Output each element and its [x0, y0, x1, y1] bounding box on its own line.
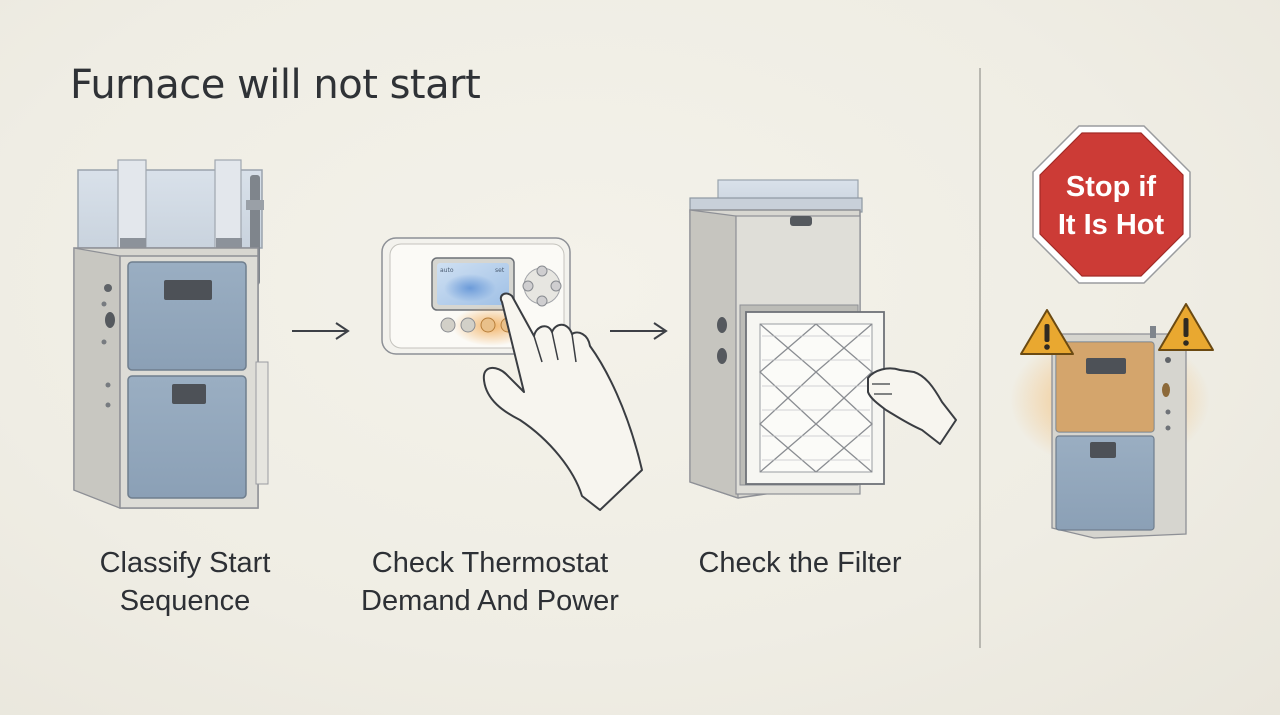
- furnace-icon: [73, 159, 269, 509]
- warning-icon: [1020, 309, 1074, 355]
- stop-sign-icon: Stop if It Is Hot: [1032, 125, 1191, 284]
- step-label-line: Classify Start: [99, 547, 271, 579]
- arrow-right-icon: [610, 322, 668, 340]
- step-label-line: Check the Filter: [698, 547, 902, 579]
- stop-sign-text-line1: Stop if: [1066, 171, 1157, 203]
- stop-sign-text-line2: It Is Hot: [1058, 209, 1165, 241]
- page-title: Furnace will not start: [70, 62, 481, 108]
- step-label-line: Sequence: [119, 585, 251, 617]
- step-label-line: Demand And Power: [361, 585, 619, 617]
- step-label-line: Check Thermostat: [371, 547, 609, 579]
- hand-pointing-icon: [482, 292, 643, 511]
- svg-text:set: set: [495, 267, 505, 274]
- arrow-right-icon: [292, 322, 350, 340]
- step-label-classify: Classify Start Sequence: [85, 544, 285, 620]
- filter-icon: [689, 179, 885, 499]
- step-label-filter: Check the Filter: [680, 544, 920, 582]
- step-label-thermostat: Check Thermostat Demand And Power: [345, 544, 635, 620]
- section-divider: [979, 68, 981, 648]
- hot-furnace-icon: [1010, 326, 1210, 539]
- warning-icon: [1158, 303, 1214, 351]
- hand-holding-icon: [867, 367, 957, 445]
- svg-text:auto: auto: [440, 267, 454, 274]
